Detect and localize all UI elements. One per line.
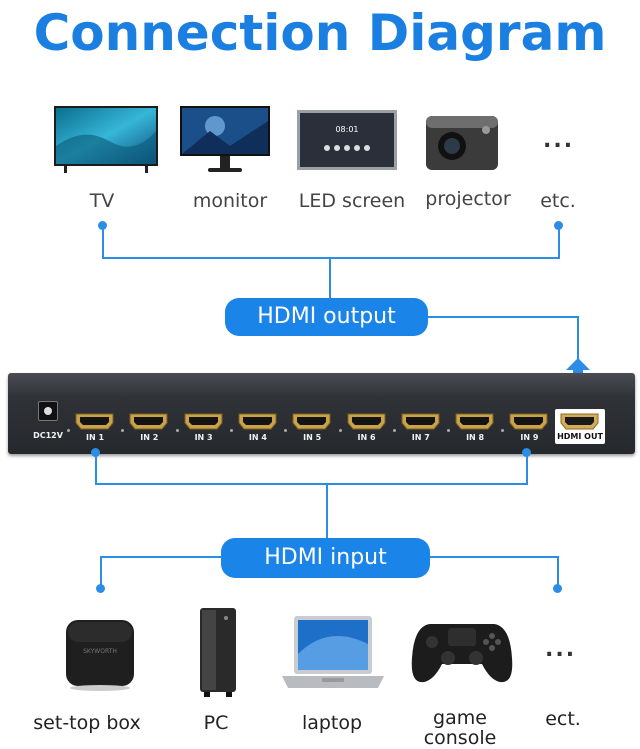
- port-separator-dot: [176, 429, 179, 432]
- hdmi-port-icon: [455, 413, 494, 430]
- hdmi-out-label: HDMI OUT: [555, 432, 605, 441]
- wire: [100, 556, 102, 586]
- device-label-game-console: game console: [416, 708, 504, 748]
- hdmi-port-icon: [347, 413, 386, 430]
- input-port-label: IN 3: [184, 433, 224, 442]
- diagram-title: Connection Diagram: [0, 4, 640, 62]
- hdmi-out-port: HDMI OUT: [555, 409, 605, 444]
- wire: [558, 226, 560, 258]
- port-separator-dot: [501, 429, 504, 432]
- monitor-icon: [180, 106, 270, 176]
- wire: [95, 483, 528, 485]
- wire: [557, 556, 559, 586]
- wire-dot: [553, 584, 562, 593]
- wire: [577, 316, 579, 364]
- power-jack-icon: [38, 401, 58, 421]
- port-separator-dot: [230, 429, 233, 432]
- wire: [102, 226, 104, 258]
- input-port-label: IN 7: [401, 433, 441, 442]
- port-separator-dot: [339, 429, 342, 432]
- hdmi-input-pill: HDMI input: [221, 538, 430, 578]
- device-label-game-line2: console: [416, 728, 504, 748]
- wire: [428, 316, 578, 318]
- input-port-label: IN 4: [238, 433, 278, 442]
- ellipsis-icon: ...: [543, 128, 574, 153]
- hdmi-port-icon: [238, 413, 277, 430]
- wire: [326, 483, 328, 538]
- port-separator-dot: [447, 429, 450, 432]
- device-label-pc: PC: [194, 713, 238, 733]
- hdmi-port-icon: [560, 413, 599, 430]
- hdmi-port-icon: [509, 413, 548, 430]
- input-port-label: IN 2: [129, 433, 169, 442]
- device-label-ect: ect.: [536, 709, 590, 729]
- tv-icon: [54, 106, 158, 174]
- input-port-label: IN 8: [455, 433, 495, 442]
- hdmi-port-icon: [75, 413, 114, 430]
- hdmi-port-icon: [401, 413, 440, 430]
- svg-text:SKYWORTH: SKYWORTH: [83, 648, 117, 655]
- port-separator-dot: [284, 429, 287, 432]
- power-label: DC12V: [28, 431, 68, 440]
- device-label-game-line1: game: [416, 708, 504, 728]
- device-label-led-screen: LED screen: [293, 190, 411, 212]
- wire: [95, 452, 97, 484]
- input-port-label: IN 5: [292, 433, 332, 442]
- game-console-icon: [410, 618, 514, 688]
- input-port-label: IN 6: [347, 433, 387, 442]
- wire: [329, 257, 331, 299]
- set-top-box-icon: SKYWORTH: [62, 618, 138, 692]
- wire: [102, 257, 560, 259]
- wire: [100, 556, 222, 558]
- device-label-projector: projector: [418, 188, 518, 210]
- projector-icon: [424, 108, 500, 174]
- device-label-monitor: monitor: [180, 190, 280, 212]
- port-separator-dot: [121, 429, 124, 432]
- port-separator-dot: [393, 429, 396, 432]
- led-screen-icon: 08:01: [297, 110, 397, 172]
- hdmi-port-icon: [292, 413, 331, 430]
- device-label-laptop: laptop: [292, 713, 372, 733]
- hdmi-switch-body: DC12V IN 1 IN 2 IN 3 IN 4 IN 5 IN 6 IN 7 IN 8 IN…: [8, 373, 635, 454]
- hdmi-port-icon: [129, 413, 168, 430]
- laptop-icon: [278, 614, 388, 692]
- hdmi-output-pill: HDMI output: [225, 298, 428, 336]
- port-separator-dot: [67, 429, 70, 432]
- hdmi-port-icon: [184, 413, 223, 430]
- input-port-label: IN 1: [75, 433, 115, 442]
- device-label-etc: etc.: [528, 190, 588, 212]
- wire-dot: [96, 584, 105, 593]
- input-port-label: IN 9: [509, 433, 549, 442]
- wire: [430, 556, 558, 558]
- device-label-set-top-box: set-top box: [26, 713, 148, 733]
- pc-icon: [196, 606, 240, 698]
- device-label-tv: TV: [62, 190, 142, 212]
- wire: [526, 452, 528, 484]
- svg-text:08:01: 08:01: [335, 125, 358, 134]
- ellipsis-icon: ...: [545, 637, 576, 662]
